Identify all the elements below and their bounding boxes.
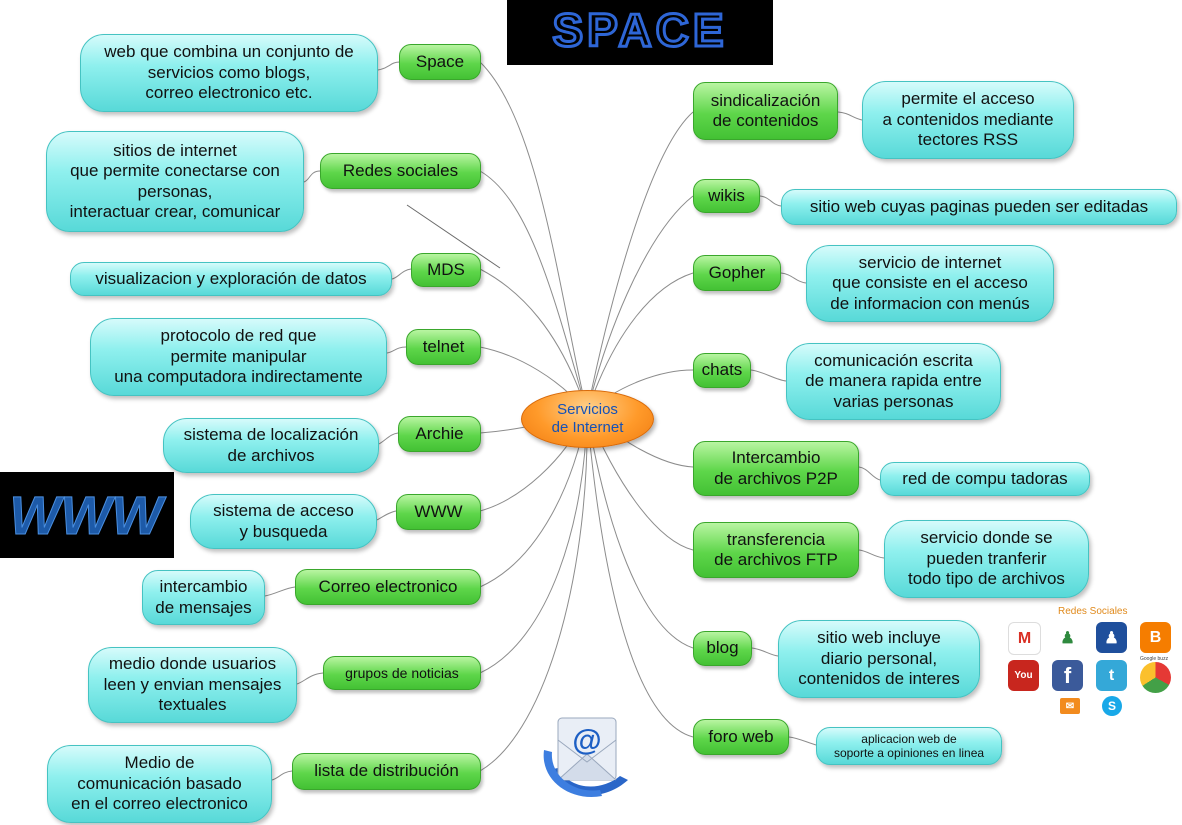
space-banner-image: SPACE: [507, 0, 773, 65]
desc-text: sitio web cuyas paginas pueden ser edita…: [809, 196, 1149, 216]
mail-icon: ✉: [1060, 698, 1080, 714]
desc-text: visualizacion y exploración de datos: [95, 268, 367, 288]
branch-correo-electronico[interactable]: Correo electronico: [295, 569, 481, 605]
desc-sindicalizacion: permite el acceso a contenidos mediante …: [862, 81, 1074, 159]
twitter-icon: t: [1096, 660, 1127, 691]
desc-text: servicio donde se pueden tranferir todo …: [908, 528, 1065, 589]
branch-sindicalizacion[interactable]: sindicalización de contenidos: [693, 82, 838, 140]
branch-redes-sociales[interactable]: Redes sociales: [320, 153, 481, 189]
branch-p2p[interactable]: Intercambio de archivos P2P: [693, 441, 859, 496]
branch-www[interactable]: WWW: [396, 494, 481, 530]
google-buzz-text: Google buzz: [1140, 656, 1169, 662]
branch-label: foro web: [708, 726, 774, 746]
branch-chats[interactable]: chats: [693, 353, 751, 388]
branch-label: wikis: [708, 185, 745, 205]
blogger-icon: B: [1140, 622, 1171, 653]
desc-blog: sitio web incluye diario personal, conte…: [778, 620, 980, 698]
gmail-icon: M: [1008, 622, 1041, 655]
desc-wikis: sitio web cuyas paginas pueden ser edita…: [781, 189, 1177, 225]
desc-gopher: servicio de internet que consiste en el …: [806, 245, 1054, 322]
branch-label: telnet: [422, 336, 465, 356]
center-node-label: Servicios de Internet: [551, 401, 624, 436]
branch-mds[interactable]: MDS: [411, 253, 481, 287]
desc-text: protocolo de red que permite manipular u…: [114, 326, 363, 387]
myspace-icon: ♟: [1096, 622, 1127, 653]
branch-label: Intercambio de archivos P2P: [714, 448, 838, 488]
skype-icon: S: [1102, 696, 1122, 716]
branch-label: chats: [701, 360, 743, 380]
desc-ftp: servicio donde se pueden tranferir todo …: [884, 520, 1089, 598]
branch-telnet[interactable]: telnet: [406, 329, 481, 365]
space-banner-text: SPACE: [552, 4, 727, 56]
www-banner-text: WWW: [10, 486, 167, 546]
branch-label: lista de distribución: [314, 761, 459, 781]
branch-label: WWW: [414, 501, 463, 521]
desc-text: medio donde usuarios leen y envian mensa…: [103, 654, 282, 715]
www-banner-image: WWW: [0, 472, 174, 558]
desc-correo-electronico: intercambio de mensajes: [142, 570, 265, 625]
desc-text: sitio web incluye diario personal, conte…: [798, 628, 960, 689]
branch-label: grupos de noticias: [345, 664, 459, 681]
desc-text: Medio de comunicación basado en el corre…: [71, 753, 248, 814]
branch-grupos-de-noticias[interactable]: grupos de noticias: [323, 656, 481, 690]
branch-gopher[interactable]: Gopher: [693, 255, 781, 291]
branch-foro-web[interactable]: foro web: [693, 719, 789, 755]
desc-text: sistema de acceso y busqueda: [213, 501, 354, 541]
desc-text: aplicacion web de soporte a opiniones en…: [833, 731, 985, 760]
branch-label: sindicalización de contenidos: [710, 90, 821, 130]
social-icons-cluster: Redes Sociales M ♟ ♟ B You f t Google bu…: [1000, 600, 1182, 725]
desc-text: web que combina un conjunto de servicios…: [104, 42, 354, 103]
branch-label: Space: [415, 51, 465, 71]
branch-ftp[interactable]: transferencia de archivos FTP: [693, 522, 859, 578]
svg-text:@: @: [572, 724, 601, 757]
desc-text: servicio de internet que consiste en el …: [830, 252, 1030, 313]
desc-p2p: red de compu tadoras: [880, 462, 1090, 496]
desc-chats: comunicación escrita de manera rapida en…: [786, 343, 1001, 420]
desc-text: comunicación escrita de manera rapida en…: [805, 350, 982, 411]
branch-archie[interactable]: Archie: [398, 416, 481, 452]
desc-lista-de-distribucion: Medio de comunicación basado en el corre…: [47, 745, 272, 823]
branch-label: Gopher: [708, 262, 766, 282]
branch-lista-de-distribucion[interactable]: lista de distribución: [292, 753, 481, 790]
desc-text: sistema de localización de archivos: [183, 425, 359, 465]
branch-label: Redes sociales: [342, 160, 459, 180]
branch-label: MDS: [427, 259, 465, 279]
desc-telnet: protocolo de red que permite manipular u…: [90, 318, 387, 396]
google-buzz-icon: [1140, 662, 1171, 693]
facebook-icon: f: [1052, 660, 1083, 691]
branch-label: Archie: [415, 423, 464, 443]
desc-text: red de compu tadoras: [902, 468, 1068, 488]
desc-foro-web: aplicacion web de soporte a opiniones en…: [816, 727, 1002, 765]
branch-space[interactable]: Space: [399, 44, 481, 80]
youtube-icon: You: [1008, 660, 1039, 691]
branch-blog[interactable]: blog: [693, 631, 752, 666]
desc-archie: sistema de localización de archivos: [163, 418, 379, 473]
desc-space: web que combina un conjunto de servicios…: [80, 34, 378, 112]
branch-label: transferencia de archivos FTP: [714, 529, 838, 569]
branch-label: Correo electronico: [318, 576, 458, 596]
center-node[interactable]: Servicios de Internet: [521, 390, 654, 448]
branch-wikis[interactable]: wikis: [693, 179, 760, 213]
desc-grupos-de-noticias: medio donde usuarios leen y envian mensa…: [88, 647, 297, 723]
desc-www: sistema de acceso y busqueda: [190, 494, 377, 549]
branch-label: blog: [706, 638, 739, 658]
desc-text: permite el acceso a contenidos mediante …: [882, 89, 1054, 150]
redes-sociales-title: Redes Sociales: [1058, 606, 1128, 617]
people-icon: ♟: [1052, 622, 1083, 653]
desc-text: intercambio de mensajes: [155, 577, 252, 617]
email-icon: @: [540, 710, 632, 805]
desc-redes-sociales: sitios de internet que permite conectars…: [46, 131, 304, 232]
desc-mds: visualizacion y exploración de datos: [70, 262, 392, 296]
desc-text: sitios de internet que permite conectars…: [69, 140, 281, 221]
